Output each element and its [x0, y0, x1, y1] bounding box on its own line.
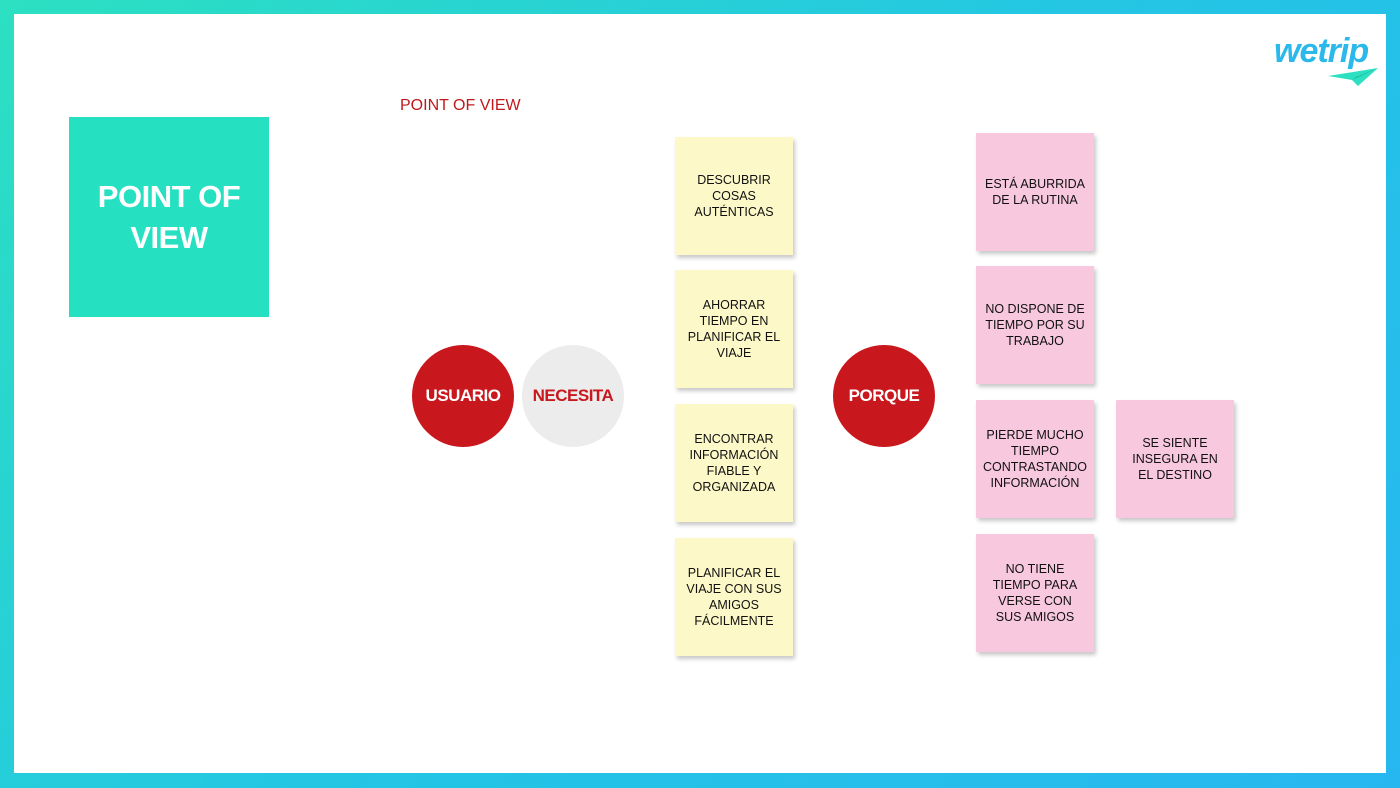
paper-plane-icon — [1328, 68, 1378, 86]
need-note: AHORRAR TIEMPO EN PLANIFICAR EL VIAJE — [675, 270, 793, 388]
slide-canvas: POINT OF VIEW POINT OF VIEW wetrip USUAR… — [14, 14, 1386, 773]
logo-wordmark: wetrip — [1274, 32, 1368, 70]
reason-note-text: NO DISPONE DE TIEMPO POR SU TRABAJO — [985, 302, 1085, 348]
reason-note-text: SE SIENTE INSEGURA EN EL DESTINO — [1132, 436, 1218, 482]
reason-note: SE SIENTE INSEGURA EN EL DESTINO — [1116, 400, 1234, 518]
porque-label: PORQUE — [848, 386, 920, 405]
need-note-text: DESCUBRIR COSAS AUTÉNTICAS — [694, 173, 774, 219]
slide-title: POINT OF VIEW — [97, 179, 241, 255]
reason-note: ESTÁ ABURRIDA DE LA RUTINA — [976, 133, 1094, 251]
need-note-text: ENCONTRAR INFORMACIÓN FIABLE Y ORGANIZAD… — [689, 432, 779, 494]
reason-note: PIERDE MUCHO TIEMPO CONTRASTANDO INFORMA… — [976, 400, 1094, 518]
necesita-label: NECESITA — [532, 386, 614, 405]
reason-note: NO DISPONE DE TIEMPO POR SU TRABAJO — [976, 266, 1094, 384]
need-note: ENCONTRAR INFORMACIÓN FIABLE Y ORGANIZAD… — [675, 404, 793, 522]
section-label: POINT OF VIEW — [400, 97, 521, 114]
reason-note-text: NO TIENE TIEMPO PARA VERSE CON SUS AMIGO… — [992, 562, 1078, 624]
wetrip-logo: wetrip — [1274, 32, 1378, 86]
need-note: DESCUBRIR COSAS AUTÉNTICAS — [675, 137, 793, 255]
necesita-circle: NECESITA — [522, 345, 624, 447]
usuario-circle: USUARIO — [412, 345, 514, 447]
reason-note-text: PIERDE MUCHO TIEMPO CONTRASTANDO INFORMA… — [983, 428, 1087, 490]
usuario-label: USUARIO — [425, 386, 501, 405]
need-note-text: PLANIFICAR EL VIAJE CON SUS AMIGOS FÁCIL… — [686, 566, 782, 628]
need-note-text: AHORRAR TIEMPO EN PLANIFICAR EL VIAJE — [687, 298, 781, 360]
title-box: POINT OF VIEW — [69, 117, 269, 317]
need-note: PLANIFICAR EL VIAJE CON SUS AMIGOS FÁCIL… — [675, 538, 793, 656]
reason-note-text: ESTÁ ABURRIDA DE LA RUTINA — [984, 177, 1086, 207]
reason-note: NO TIENE TIEMPO PARA VERSE CON SUS AMIGO… — [976, 534, 1094, 652]
porque-circle: PORQUE — [833, 345, 935, 447]
